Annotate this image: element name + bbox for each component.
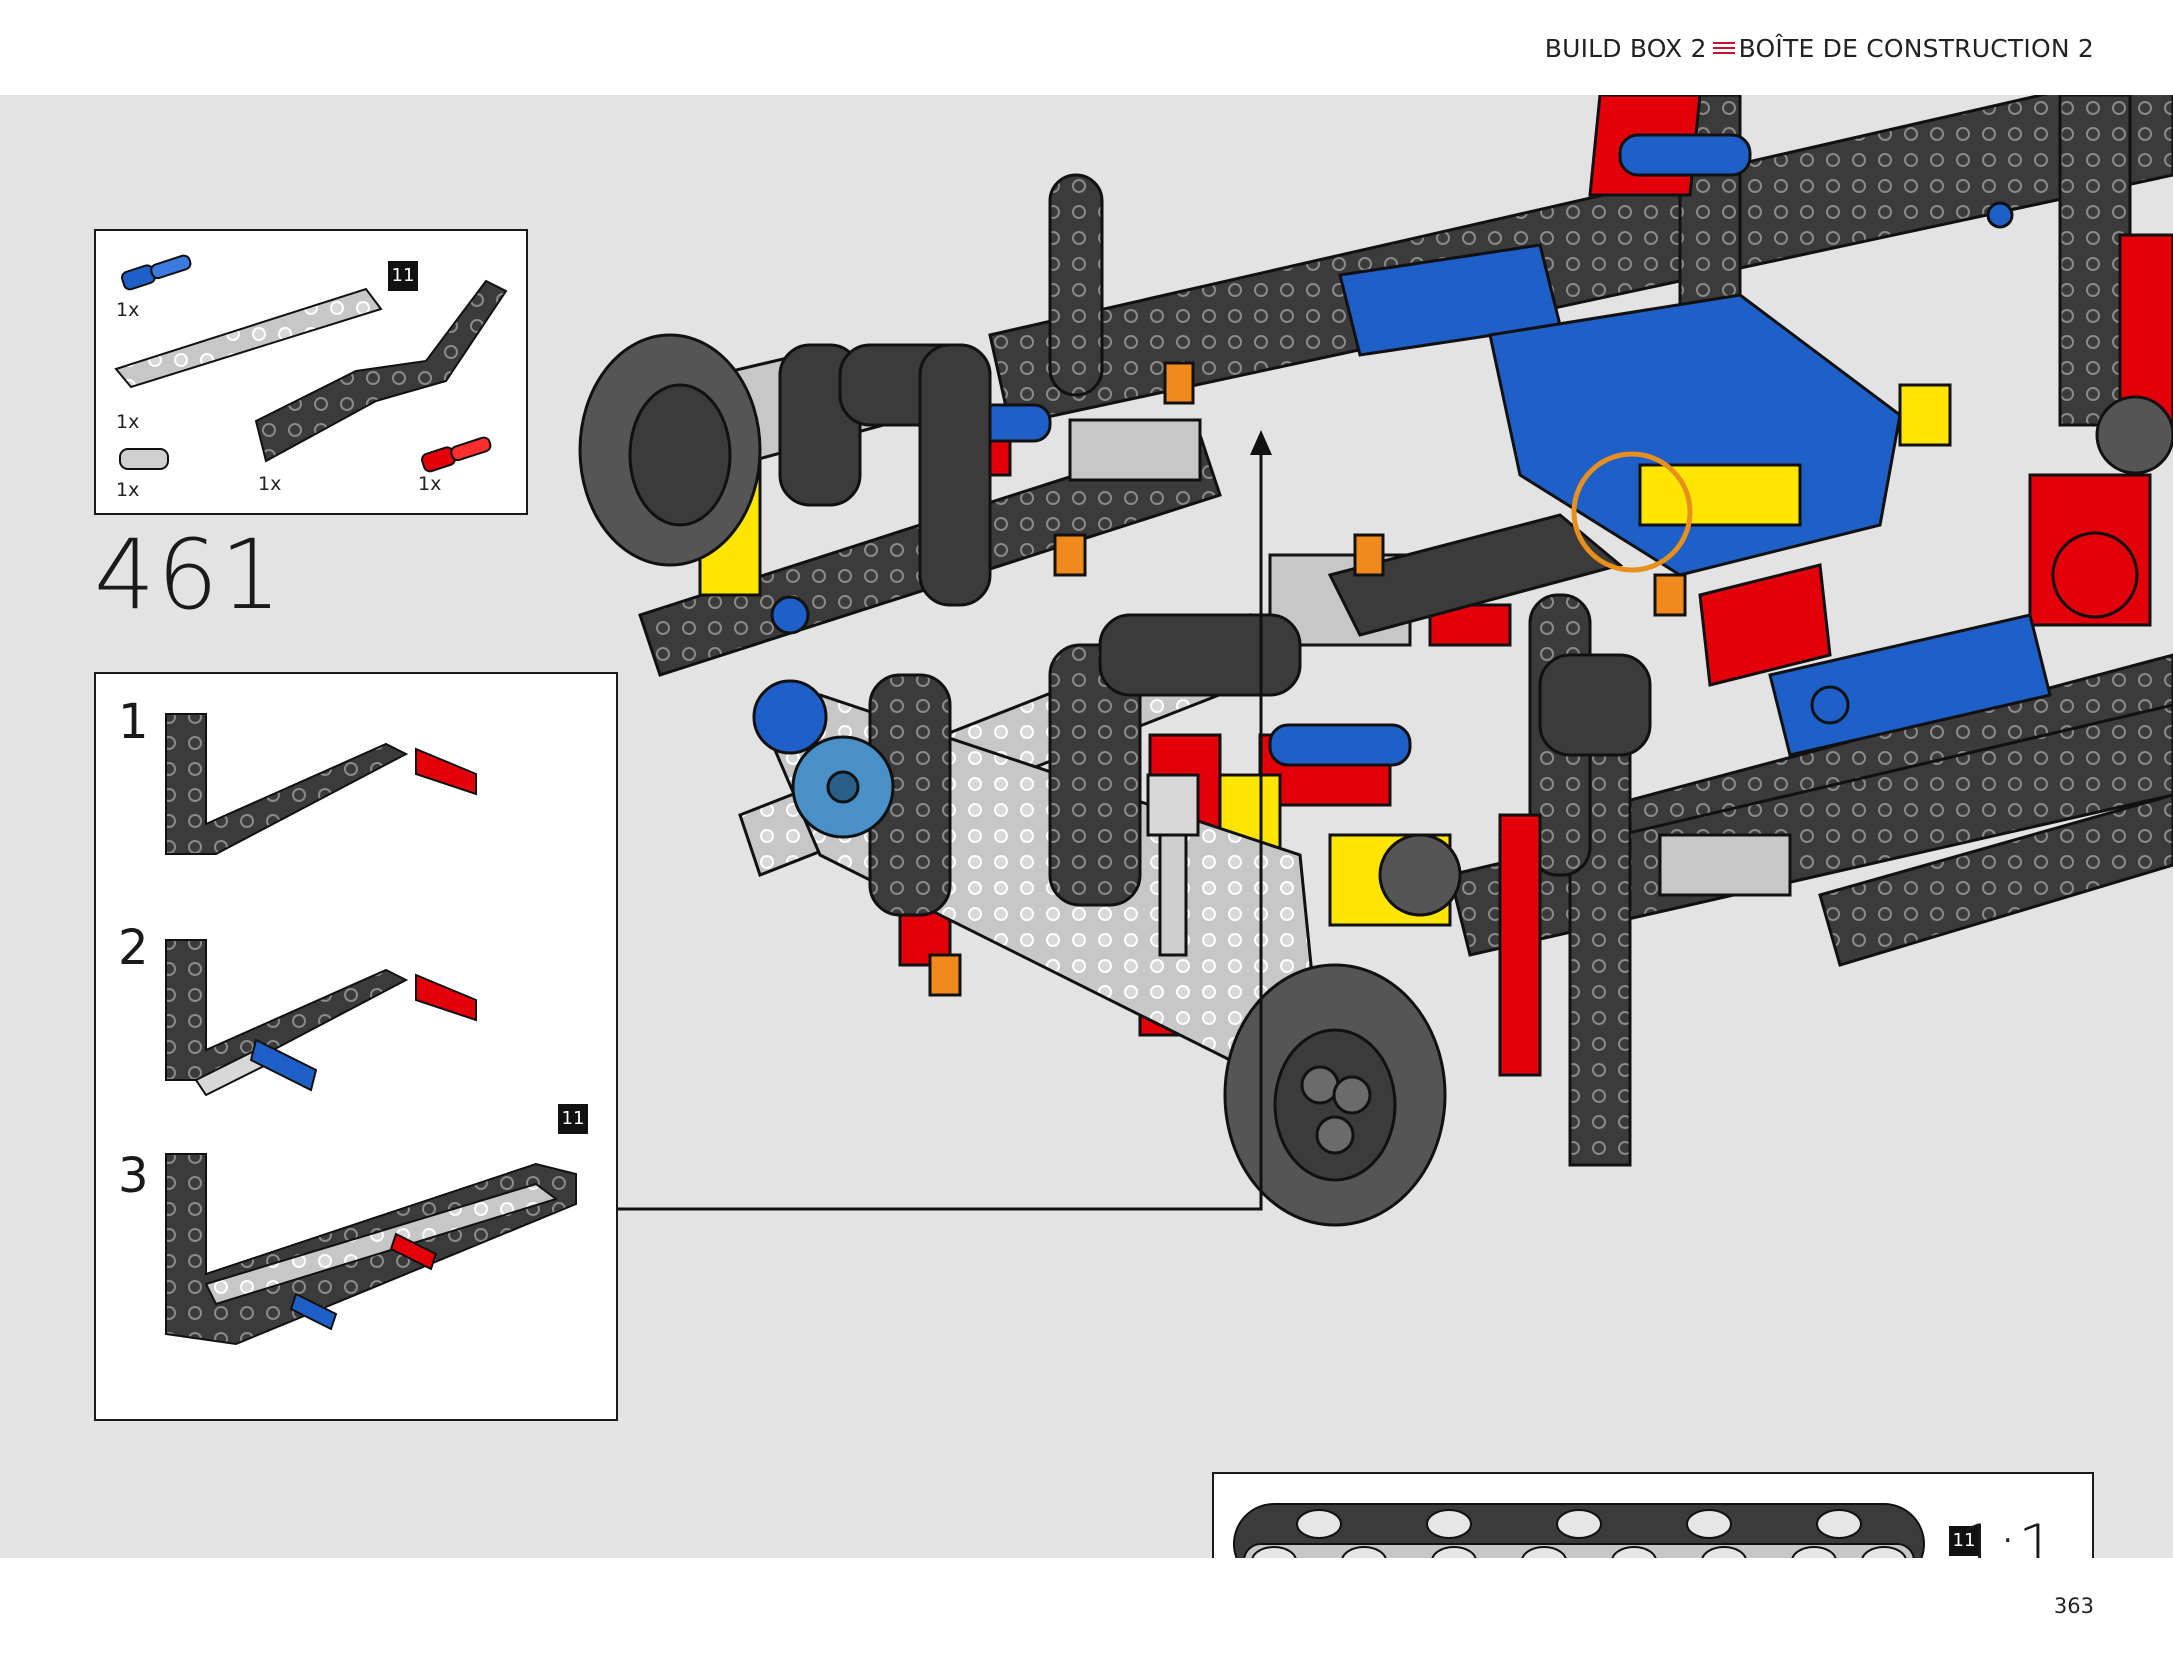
- substeps-box: 1 2 3 11: [94, 672, 618, 1421]
- substep-number: 3: [118, 1148, 149, 1204]
- scale-label: 1:1: [1959, 1512, 2056, 1558]
- silver-axle-connector-icon: [119, 448, 169, 470]
- part-length-badge: 11: [388, 261, 418, 291]
- dark-gray-frames: [778, 343, 1652, 917]
- header-title-en: BUILD BOX 2: [1544, 34, 1707, 63]
- main-model-illustration: [578, 95, 2173, 1227]
- header-title-fr: BOÎTE DE CONSTRUCTION 2: [1738, 34, 2094, 63]
- brake-discs: [578, 333, 1447, 1227]
- substep-number: 1: [118, 694, 149, 750]
- part-qty: 1x: [258, 473, 282, 495]
- substep-2-illustration: [165, 939, 477, 1097]
- dark-gray-angled-beam-icon: [254, 279, 508, 463]
- header-title: BUILD BOX 2 BOÎTE DE CONSTRUCTION 2: [1545, 34, 2094, 63]
- gears: [752, 395, 2173, 917]
- substep-length-badge: 11: [558, 1104, 588, 1134]
- page-number: 363: [2053, 1594, 2094, 1618]
- substep-3-illustration: [165, 1153, 577, 1346]
- red-axle-pin-icon: [421, 436, 492, 473]
- header-separator-icon: [1712, 42, 1735, 56]
- orange-parts: [928, 361, 1687, 997]
- part-qty: 1x: [116, 299, 140, 321]
- scale-length-badge: 11: [1949, 1526, 1979, 1556]
- page-footer: [0, 1558, 2173, 1654]
- step-number: 461: [94, 519, 284, 631]
- callout-arrow: [618, 430, 1272, 1211]
- parts-list: 1x 1x 11 1x 1x 1x: [94, 229, 528, 515]
- scale-reference-box: 11 1:1: [1212, 1472, 2094, 1558]
- light-gray-beam-icon: [114, 287, 383, 389]
- instruction-canvas: 1x 1x 11 1x 1x 1x 461 1 2: [0, 95, 2173, 1558]
- part-qty: 1x: [418, 473, 442, 495]
- shock-absorber: [1146, 773, 1200, 957]
- blue-axle-pin-icon: [121, 254, 192, 291]
- scale-beam-illustration: [1233, 1503, 1925, 1558]
- substep-number: 2: [118, 920, 149, 976]
- part-qty: 1x: [116, 411, 140, 433]
- substep-1-illustration: [165, 713, 477, 855]
- part-qty: 1x: [116, 479, 140, 501]
- highlight-circle: [1571, 451, 1693, 573]
- page-header: BUILD BOX 2 BOÎTE DE CONSTRUCTION 2: [0, 0, 2173, 95]
